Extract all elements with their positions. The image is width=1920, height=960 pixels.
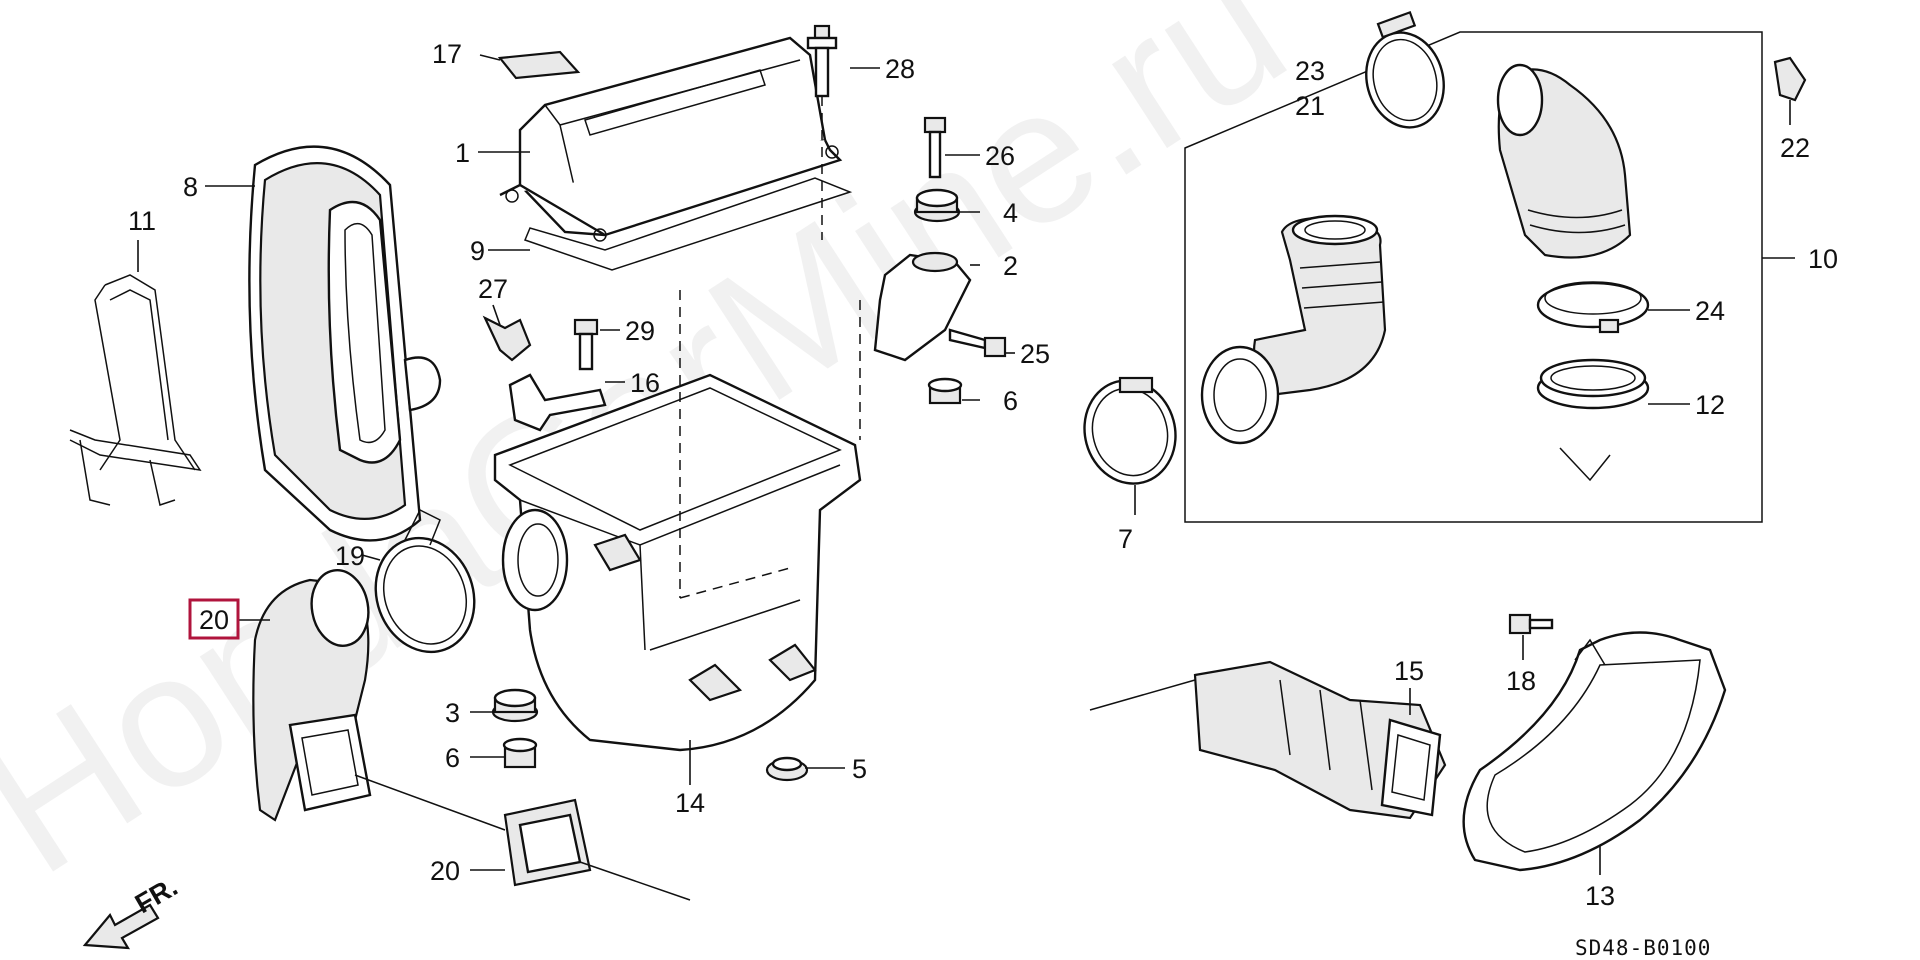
part-20-22-clamp-top	[1365, 10, 1445, 129]
part-10-elbow-duct	[1200, 214, 1387, 445]
part-2-bracket	[859, 251, 972, 440]
callout-29: 29	[625, 316, 655, 346]
callout-2: 2	[1003, 251, 1018, 281]
callout-1: 1	[455, 138, 470, 168]
callout-labels: 17 1 8 11 9 27 29 16 28 26 4 2 25 6 19 2…	[128, 39, 1838, 911]
callout-28: 25	[1020, 339, 1050, 369]
part-18-label-pad	[497, 50, 581, 80]
callout-20-top: 23	[1295, 56, 1325, 86]
part-24-bolt	[806, 24, 838, 240]
front-direction-arrow	[82, 903, 160, 950]
part-29-bolt	[573, 318, 599, 371]
part-12-housing	[493, 290, 862, 752]
diagram-code: SD48-B0100	[1575, 936, 1711, 960]
part-1-cover	[499, 36, 843, 242]
callout-6-left: 6	[445, 743, 460, 773]
callout-25: 26	[985, 141, 1015, 171]
part-25-bolt	[923, 116, 947, 179]
callout-12: 14	[675, 788, 705, 818]
callout-20-middle: 7	[1118, 524, 1133, 554]
callout-9: 11	[128, 206, 156, 236]
callout-19: 19	[335, 541, 365, 571]
callout-5: 5	[852, 754, 867, 784]
callout-27: 18	[1506, 666, 1536, 696]
part-20-clamp-middle	[1083, 376, 1177, 485]
part-9-wire-clip	[69, 274, 202, 506]
part-26-clip	[1773, 56, 1807, 102]
part-15-intake-duct	[252, 569, 372, 822]
part-3-grommet	[491, 688, 539, 723]
callout-21: 24	[1695, 296, 1725, 326]
leader-lines	[137, 54, 1795, 875]
part-21-band	[1536, 281, 1650, 334]
callout-15: 20	[199, 605, 229, 635]
part-16-seal	[354, 774, 691, 901]
callout-24: 28	[885, 54, 915, 84]
part-6-collar-right	[927, 377, 963, 405]
callout-6-right: 6	[1003, 386, 1018, 416]
part-6-collar-left	[502, 737, 538, 769]
part-4-grommet	[913, 188, 961, 223]
callout-17: 16	[630, 368, 660, 398]
part-10-upper-duct	[1496, 63, 1632, 259]
callout-8: 9	[470, 236, 485, 266]
callout-14: 15	[1394, 656, 1424, 686]
part-14-duct	[1089, 660, 1447, 820]
callout-18: 17	[432, 39, 462, 69]
part-8-gasket	[524, 177, 853, 271]
callout-4: 4	[1003, 198, 1018, 228]
callout-3: 3	[445, 698, 460, 728]
part-7-air-filter	[248, 145, 442, 542]
callout-10: 10	[1808, 244, 1838, 274]
callout-23: 27	[478, 274, 508, 304]
part-19-clamp	[374, 508, 476, 654]
part-13-duct	[1462, 631, 1727, 872]
callout-13: 13	[1585, 881, 1615, 911]
part-27-bolt	[1508, 613, 1554, 635]
highlight-box-15	[188, 598, 240, 640]
callout-26: 22	[1780, 133, 1810, 163]
callout-16: 20	[430, 856, 460, 886]
part-5-grommet	[765, 756, 809, 782]
part-17-bracket	[508, 373, 607, 432]
part-11-ring	[1536, 358, 1650, 482]
part-23-clip	[482, 315, 532, 362]
part-28-bolt	[948, 328, 1007, 358]
callout-22: 21	[1295, 91, 1325, 121]
callout-7: 8	[183, 172, 198, 202]
callout-11: 12	[1695, 390, 1725, 420]
